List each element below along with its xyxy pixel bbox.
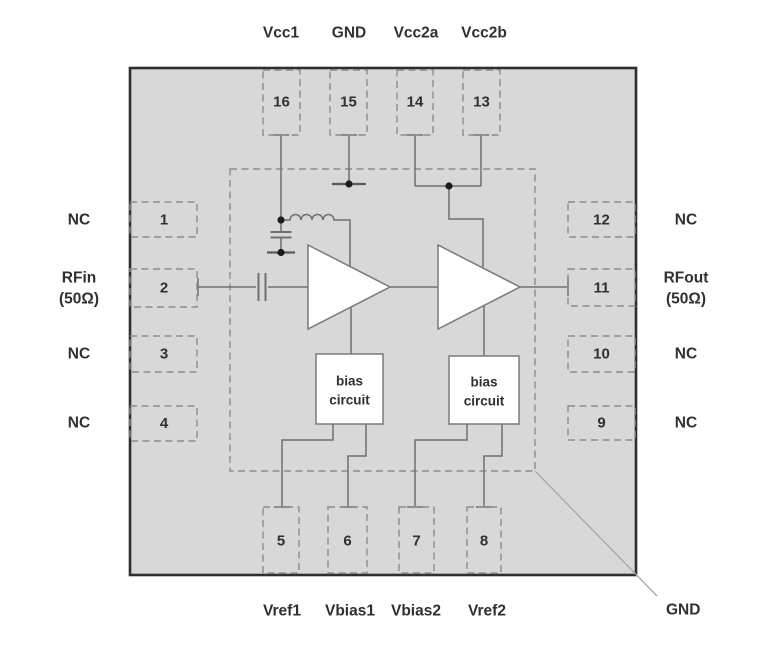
label-vcc1: Vcc1 — [263, 25, 300, 42]
pin-5-pad — [262, 506, 300, 574]
label-rfout: RFout — [664, 270, 709, 287]
inductor-and-amp1-supply-wire — [284, 213, 351, 266]
label-vbias2: Vbias2 — [391, 603, 441, 620]
pin-14-number: 14 — [407, 94, 424, 111]
amplifier-stage-2 — [437, 243, 522, 331]
label-vcc2a: Vcc2a — [394, 25, 439, 42]
pin-14: 14 — [396, 69, 434, 136]
pin-9-number: 9 — [597, 415, 605, 432]
label-nc-pin3: NC — [68, 346, 90, 363]
bias-circuit-1-label-line2: circuit — [329, 393, 370, 408]
bias1-vref1-lead — [281, 424, 334, 506]
label-nc-pin12: NC — [675, 212, 697, 229]
label-gnd-paddle: GND — [666, 602, 700, 619]
pin-12: 12 — [567, 201, 636, 238]
pin-12-pad — [567, 201, 636, 238]
bias-circuit-2: bias circuit — [448, 355, 520, 425]
pin-16: 16 — [262, 69, 301, 136]
label-rfout-impedance: (50Ω) — [666, 291, 706, 308]
ground-paddle-outline — [229, 168, 536, 472]
label-vref1: Vref1 — [263, 603, 301, 620]
pin-4: 4 — [129, 405, 198, 442]
label-nc-pin10: NC — [675, 346, 697, 363]
pin-2: 2 — [129, 268, 198, 308]
pin-function-labels: Vcc1 GND Vcc2a Vcc2b Vref1 Vbias1 Vbias2… — [59, 25, 708, 620]
pin-8-number: 8 — [480, 533, 488, 550]
label-vcc2b: Vcc2b — [461, 25, 507, 42]
pin-14-pad — [396, 69, 434, 136]
pin-6-pad — [327, 506, 368, 574]
bias-circuit-2-label-line2: circuit — [464, 394, 505, 409]
ground-paddle-leader-line — [534, 470, 658, 597]
pin-4-pad — [129, 405, 198, 442]
pin-2-pad — [129, 268, 198, 308]
pin-16-number: 16 — [273, 94, 290, 111]
bias-circuit-2-label-line1: bias — [470, 375, 497, 390]
bias-circuit-1: bias circuit — [315, 353, 384, 425]
bias-circuit-1-box — [315, 353, 384, 425]
bias1-vbias1-lead — [347, 424, 367, 506]
pin-1-number: 1 — [160, 212, 168, 229]
pin-9-pad — [567, 405, 636, 441]
pin-10-number: 10 — [593, 346, 610, 363]
bias2-vref2-lead — [483, 424, 503, 506]
amplifier-stage-1 — [307, 243, 392, 331]
label-vref2: Vref2 — [468, 603, 506, 620]
pin-11: 11 — [567, 268, 636, 307]
pin-8: 8 — [466, 506, 502, 574]
label-nc-pin4: NC — [68, 415, 90, 432]
pin-5: 5 — [262, 506, 300, 574]
pin-15-pad — [329, 69, 368, 136]
pin-10: 10 — [567, 335, 636, 373]
pin-3: 3 — [129, 335, 198, 373]
label-rfin: RFin — [62, 270, 96, 287]
pin-10-pad — [567, 335, 636, 373]
label-nc-pin1: NC — [68, 212, 90, 229]
pin-13: 13 — [462, 69, 501, 136]
ic-package-outline — [128, 66, 638, 577]
pin-11-number: 11 — [594, 280, 610, 297]
bypass-ground-dot — [277, 248, 285, 257]
pin-1-pad — [129, 201, 198, 238]
pin-5-number: 5 — [277, 533, 285, 550]
pin-4-number: 4 — [160, 415, 169, 432]
pin-7-pad — [398, 506, 435, 574]
bias-circuit-1-label-line1: bias — [336, 374, 363, 389]
pin-12-number: 12 — [593, 212, 610, 229]
pin-9: 9 — [567, 405, 636, 441]
pin-3-number: 3 — [160, 346, 168, 363]
pin-6-number: 6 — [343, 533, 351, 550]
pin-7-number: 7 — [412, 533, 420, 550]
pin-15-number: 15 — [340, 94, 357, 111]
pin-3-pad — [129, 335, 198, 373]
label-vbias1: Vbias1 — [325, 603, 375, 620]
pin15-ground-dot — [345, 180, 353, 188]
pin-6: 6 — [327, 506, 368, 574]
pin-1: 1 — [129, 201, 198, 238]
pin-7: 7 — [398, 506, 435, 574]
pin-15: 15 — [329, 69, 368, 136]
label-gnd-top: GND — [332, 25, 366, 42]
pin-16-pad — [262, 69, 301, 136]
vcc2-junction-dot — [445, 182, 453, 190]
label-nc-pin9: NC — [675, 415, 697, 432]
bias-circuit-2-box — [448, 355, 520, 425]
label-rfin-impedance: (50Ω) — [59, 291, 99, 308]
pin-2-number: 2 — [160, 280, 168, 297]
amp2-supply-wire — [448, 186, 484, 267]
pin-13-pad — [462, 69, 501, 136]
vcc1-junction-dot — [277, 216, 285, 224]
pin-11-pad — [567, 268, 636, 307]
pin-13-number: 13 — [473, 94, 490, 111]
bias2-vbias2-lead — [414, 424, 468, 506]
pin-8-pad — [466, 506, 502, 574]
